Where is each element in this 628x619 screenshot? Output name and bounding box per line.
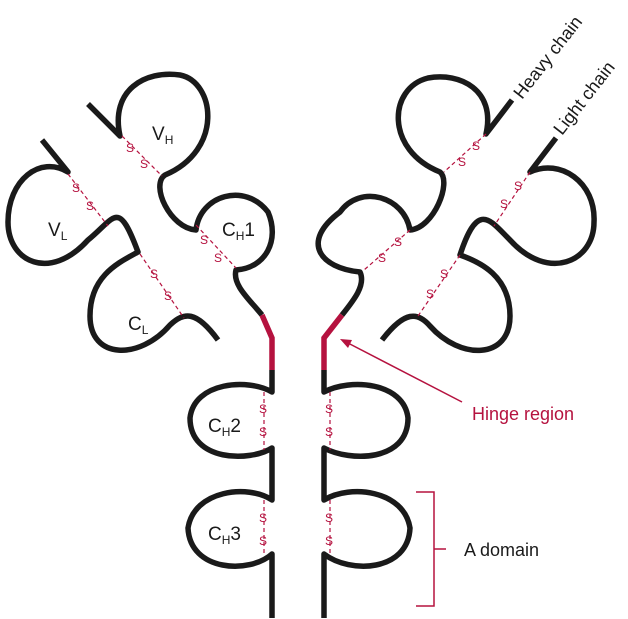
left-hinge-segment	[259, 313, 275, 370]
ch2-label: CH2	[208, 416, 241, 439]
disulfide-bonds	[67, 133, 531, 556]
svg-text:S: S	[259, 534, 267, 548]
svg-text:S: S	[259, 425, 267, 439]
svg-text:S: S	[140, 157, 148, 171]
svg-text:S: S	[259, 511, 267, 525]
light-chain-label: Light chain	[549, 58, 618, 139]
svg-text:S: S	[500, 197, 508, 211]
vl-label: VL	[48, 220, 68, 243]
svg-text:S: S	[426, 287, 434, 301]
hinge-pointer-line	[345, 341, 463, 403]
right-hinge-segment	[321, 313, 345, 370]
hinge-arrowhead	[340, 339, 352, 348]
svg-text:S: S	[325, 425, 333, 439]
svg-text:S: S	[164, 289, 172, 303]
right-light-chain	[379, 136, 597, 353]
a-domain-bracket	[416, 491, 446, 607]
svg-text:S: S	[200, 233, 208, 247]
right-heavy-chain	[315, 74, 515, 317]
vh-label: VH	[152, 124, 173, 147]
svg-text:S: S	[126, 141, 134, 155]
svg-text:S: S	[86, 199, 94, 213]
cl-label: CL	[128, 314, 149, 337]
left-heavy-chain	[86, 71, 275, 317]
svg-text:S: S	[325, 534, 333, 548]
svg-text:S: S	[214, 251, 222, 265]
svg-text:S: S	[150, 267, 158, 281]
svg-text:S: S	[514, 179, 522, 193]
svg-text:S: S	[394, 235, 402, 249]
heavy-chain-label: Heavy chain	[509, 12, 586, 102]
svg-text:S: S	[325, 511, 333, 525]
hinge-region-label: Hinge region	[472, 404, 574, 424]
ch3-label: CH3	[208, 524, 241, 547]
right-heavy-chain-fc	[321, 370, 413, 618]
svg-text:S: S	[325, 402, 333, 416]
left-heavy-chain-fc	[185, 370, 275, 618]
disulfide-labels: S S S S S S S S S S S S S S S S S S S S …	[72, 139, 522, 548]
a-domain-label: A domain	[464, 540, 539, 560]
svg-text:S: S	[472, 139, 480, 153]
svg-text:S: S	[378, 251, 386, 265]
left-light-chain	[5, 138, 221, 353]
ch1-label: CH1	[222, 220, 255, 243]
svg-text:S: S	[259, 402, 267, 416]
svg-text:S: S	[458, 155, 466, 169]
svg-text:S: S	[72, 181, 80, 195]
svg-text:S: S	[440, 267, 448, 281]
